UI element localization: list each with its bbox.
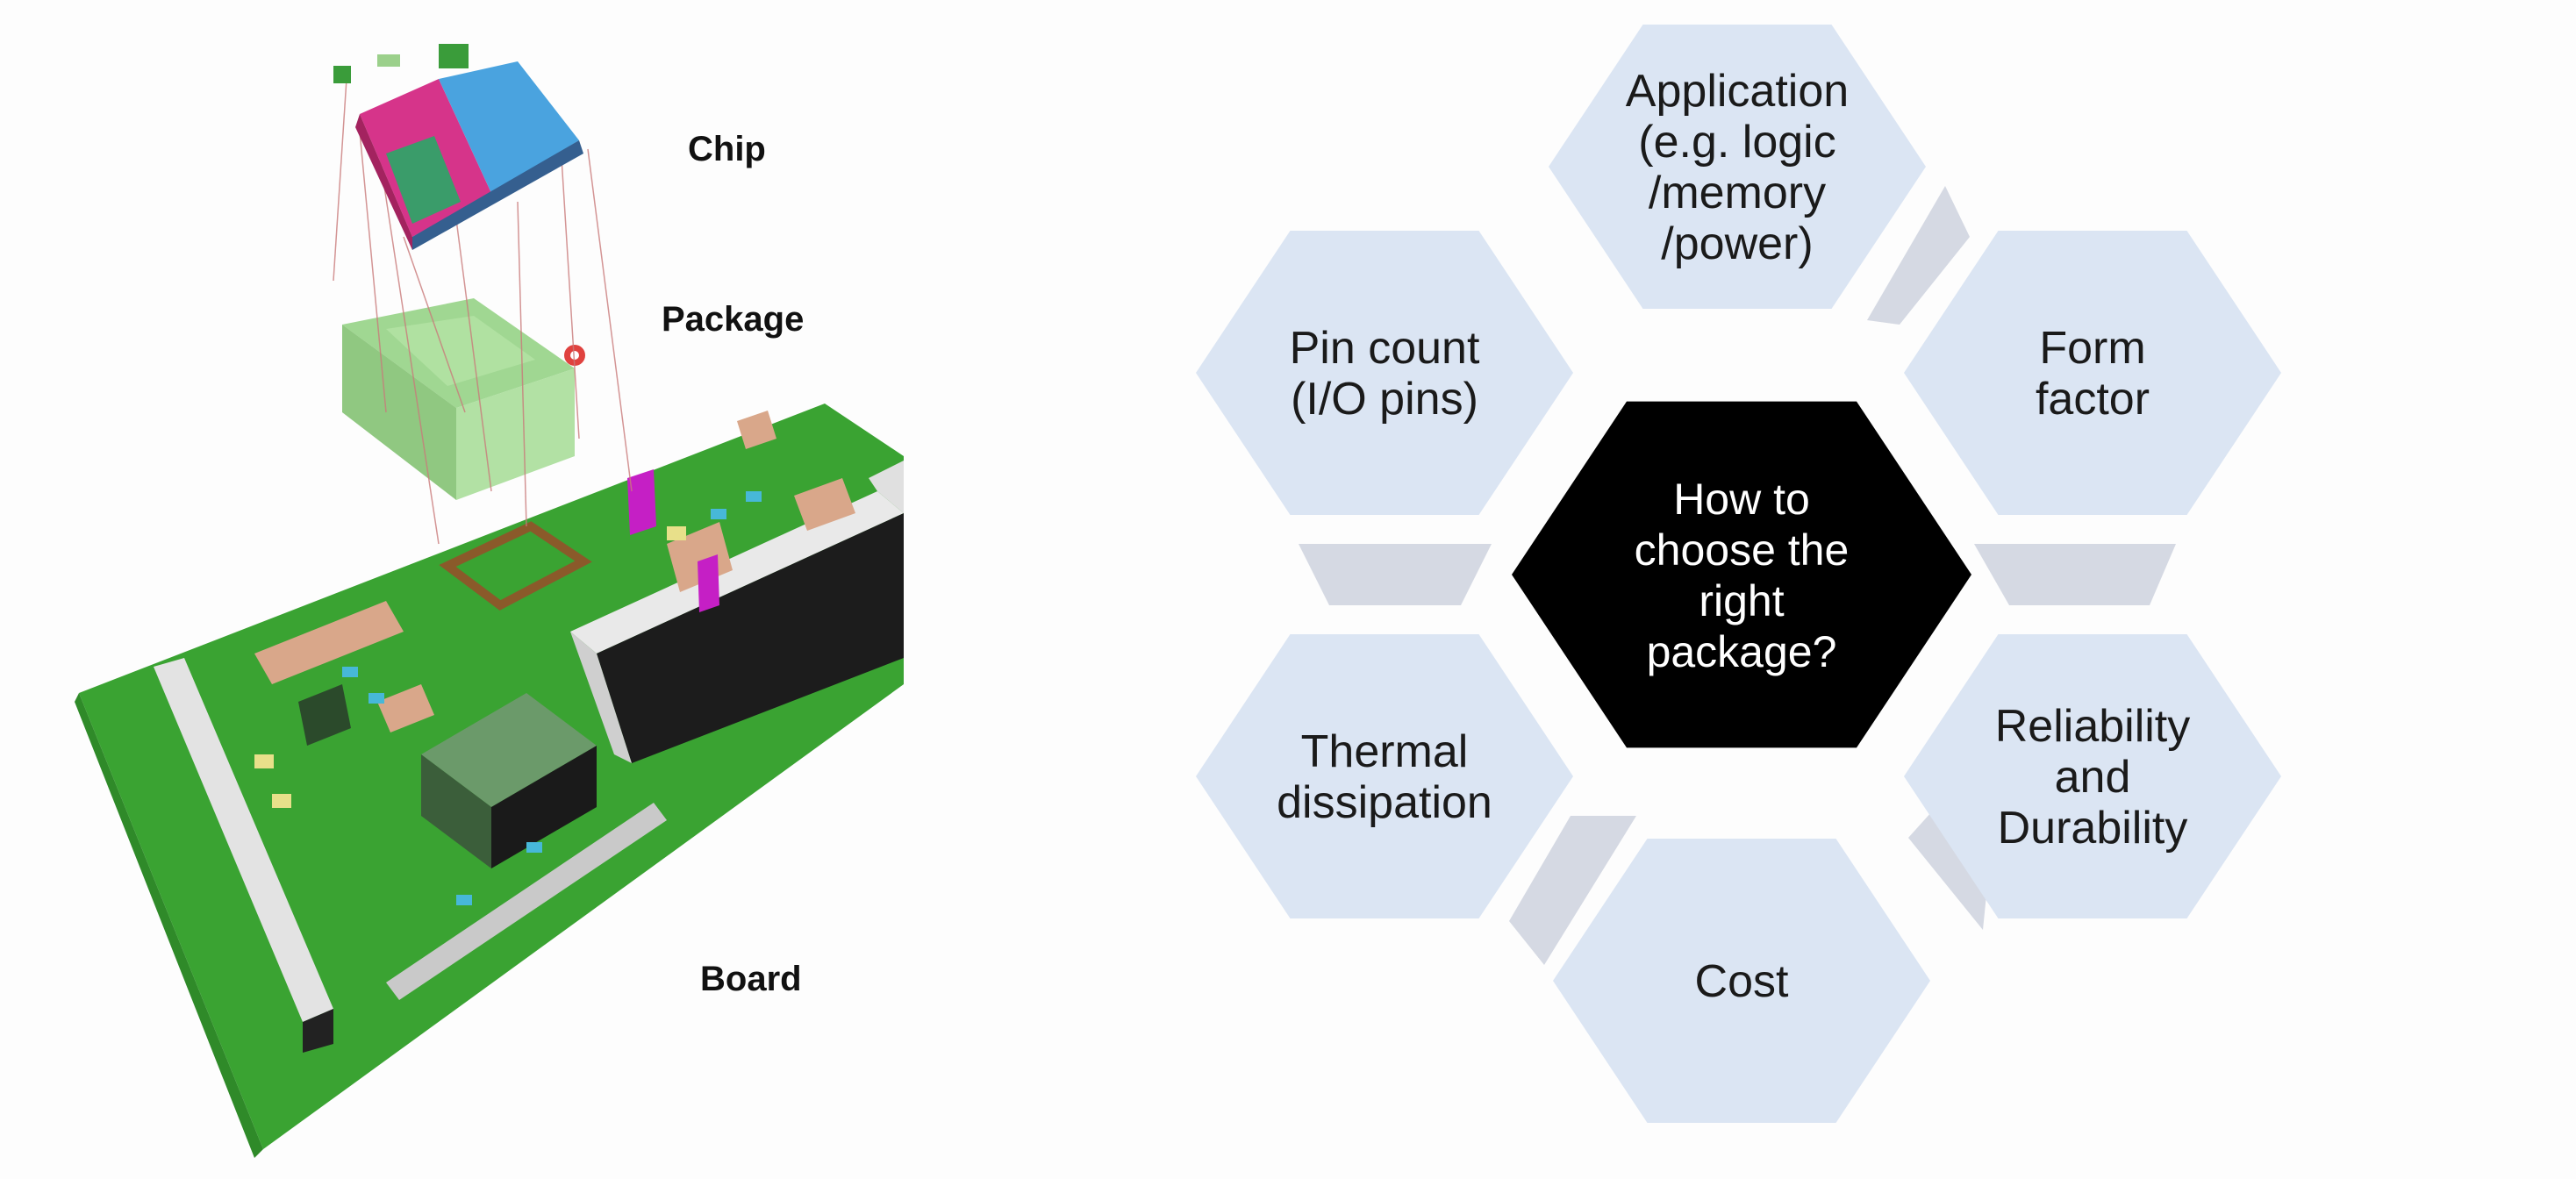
hex-connector [1908, 794, 1987, 930]
hex-connector [1974, 544, 2176, 605]
hex-label-line: Application [1626, 66, 1849, 117]
hex-shapes [1196, 25, 2281, 1123]
hex-form-factor [1904, 231, 2281, 515]
package-label: Package [662, 300, 805, 339]
package-graphic [342, 298, 585, 500]
hex-label-line: Durability [1998, 803, 2188, 854]
hex-connector [1299, 544, 1492, 605]
hex-label-line: (e.g. logic [1638, 117, 1835, 168]
chip-label: Chip [688, 130, 766, 168]
hex-center-label-line: choose the [1635, 525, 1850, 575]
hex-label-line: factor [2036, 374, 2150, 425]
hex-label-pin-count: Pin count(I/O pins) [1290, 323, 1480, 425]
hex-label-line: and [2055, 752, 2131, 803]
hex-connectors [1299, 186, 2176, 965]
board-graphic [75, 404, 904, 1158]
hex-reliability [1904, 634, 2281, 918]
hex-labels: Application(e.g. logic/memory/power) Form… [1277, 66, 2190, 1007]
hex-label-line: Cost [1695, 956, 1789, 1007]
hex-center-label-line: package? [1647, 627, 1837, 676]
hex-connector [1509, 816, 1636, 965]
hex-center-label-line: right [1699, 576, 1784, 625]
hex-center-label-line: How to [1673, 475, 1810, 524]
hex-label-line: Reliability [1995, 701, 2191, 752]
hex-application [1549, 25, 1926, 309]
hex-label-line: Thermal [1301, 726, 1469, 777]
hex-cost [1553, 839, 1930, 1123]
hex-connector [1867, 186, 1970, 325]
chip-graphic [333, 44, 583, 250]
hex-label-line: /memory [1649, 168, 1826, 218]
wire-bonds [333, 78, 633, 545]
hex-label-line: dissipation [1277, 777, 1492, 828]
hex-label-line: (I/O pins) [1291, 374, 1478, 425]
hex-label-line: /power) [1661, 218, 1813, 269]
hex-label-line: Form [2039, 323, 2145, 374]
board-label: Board [700, 960, 802, 998]
hex-center [1512, 401, 1971, 748]
hex-label-line: Pin count [1290, 323, 1480, 374]
package-selection-hex-diagram: Application(e.g. logic/memory/power) Form… [1196, 25, 2281, 1123]
hex-label-cost: Cost [1695, 956, 1789, 1007]
hex-thermal [1196, 634, 1573, 918]
hex-pin-count [1196, 231, 1573, 515]
chip-package-board-illustration [75, 44, 904, 1158]
hex-label-application: Application(e.g. logic/memory/power) [1626, 66, 1849, 269]
